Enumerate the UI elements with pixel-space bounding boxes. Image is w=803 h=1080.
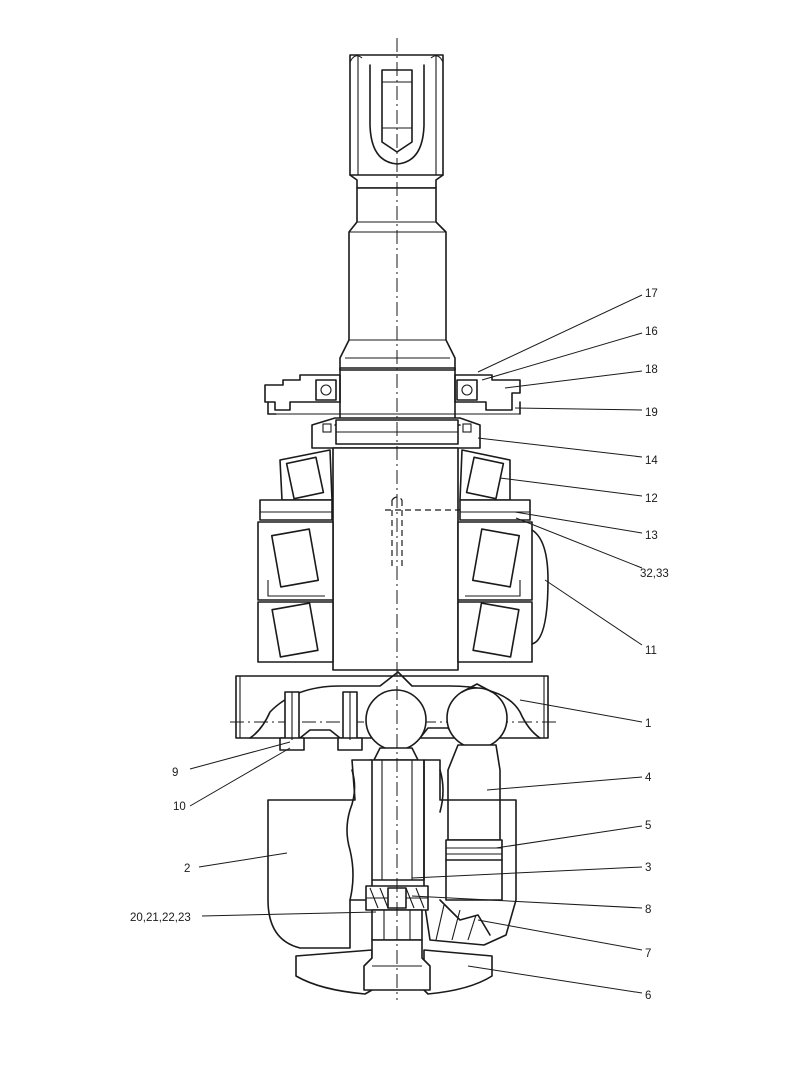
callout-18: 18 bbox=[645, 364, 658, 376]
port-housing bbox=[267, 759, 517, 949]
callout-19: 19 bbox=[645, 407, 658, 419]
inner-shaft-body bbox=[332, 447, 460, 671]
callout-13: 13 bbox=[645, 530, 658, 542]
piston bbox=[445, 683, 508, 901]
callout-1: 1 bbox=[645, 718, 651, 730]
callout-5: 5 bbox=[645, 820, 651, 832]
callout-11: 11 bbox=[645, 645, 657, 657]
callout-20-21-22-23: 20,21,22,23 bbox=[130, 912, 191, 924]
callout-2: 2 bbox=[184, 863, 190, 875]
end-cap bbox=[295, 939, 493, 995]
callout-8: 8 bbox=[645, 904, 651, 916]
callout-14: 14 bbox=[645, 455, 658, 467]
center-piston-ball bbox=[365, 689, 427, 881]
callout-6: 6 bbox=[645, 990, 651, 1002]
bearing-cover-plate bbox=[264, 367, 521, 421]
tapered-roller-bearings bbox=[257, 521, 549, 663]
callout-12: 12 bbox=[645, 493, 658, 505]
callout-9: 9 bbox=[172, 767, 178, 779]
callout-17: 17 bbox=[645, 288, 658, 300]
callout-4: 4 bbox=[645, 772, 652, 784]
callout-3: 3 bbox=[645, 862, 651, 874]
callout-16: 16 bbox=[645, 326, 658, 338]
leader-lines bbox=[189, 294, 643, 994]
callout-10: 10 bbox=[173, 801, 186, 813]
callout-32-33: 32,33 bbox=[640, 568, 669, 580]
callout-7: 7 bbox=[645, 948, 651, 960]
callout-labels: 17 16 18 19 14 12 13 32,33 11 1 4 5 3 8 … bbox=[130, 288, 669, 1002]
bolts bbox=[279, 691, 363, 751]
bearing-housing bbox=[259, 417, 531, 521]
